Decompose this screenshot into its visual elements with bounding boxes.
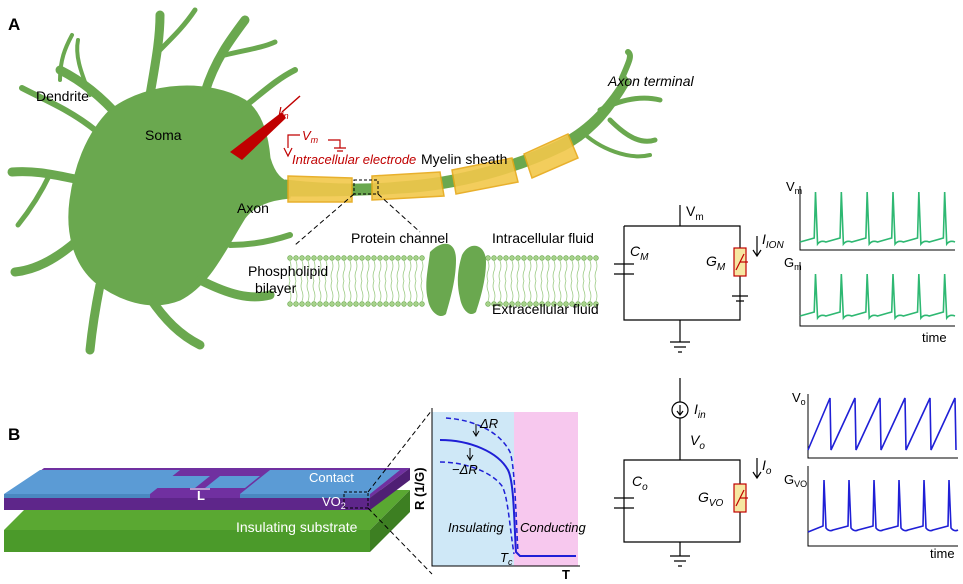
trace-a-time-label: time: [922, 330, 947, 345]
rt-curve-lower: [439, 461, 515, 555]
vo2-device: [4, 468, 410, 552]
contact-label: Contact: [309, 470, 354, 485]
trace-a-bottom-label: Gm: [784, 255, 802, 272]
membrane-zoom-box: [353, 179, 379, 195]
circuit-b-gvo: GVO: [698, 489, 724, 509]
length-label: L: [197, 488, 205, 503]
circuit-b-io: Io: [762, 457, 772, 477]
myelin-sheath-label: Myelin sheath: [421, 151, 507, 167]
traces-a: [799, 186, 956, 327]
current-electrode-line: [281, 95, 301, 113]
substrate-label: Insulating substrate: [236, 519, 358, 535]
i-in-label: Iin: [278, 104, 289, 121]
circuit-a-gm: GM: [706, 253, 726, 273]
insulating-label: Insulating: [448, 520, 504, 535]
panel-a-letter: A: [8, 15, 20, 34]
vo2-label: VO2: [322, 494, 346, 511]
trace-b-time-label: time: [930, 546, 955, 561]
vm-probe: [283, 134, 346, 158]
circuit-b-co: Co: [632, 473, 648, 493]
circuit-b-iin: Iin: [694, 401, 706, 421]
circuit-a: [614, 205, 762, 353]
extracellular-fluid-label: Extracellular fluid: [492, 301, 599, 317]
axon-label: Axon: [237, 200, 269, 216]
zoom-line-right: [377, 193, 421, 233]
traces-b: [807, 394, 959, 547]
trace-a-top-label: Vm: [786, 179, 802, 196]
vm-trace: [799, 191, 956, 247]
dendrites: [7, 7, 298, 355]
rt-xlabel: T: [562, 567, 570, 582]
delta-r-up-label: ΔR: [479, 416, 498, 431]
protein-channel: [426, 243, 486, 317]
zoom-line-b-top: [367, 409, 433, 493]
circuit-a-iion: IION: [762, 231, 784, 251]
axon-terminal-branches: [578, 49, 663, 159]
rt-ylabel: R (1/G): [412, 467, 427, 510]
trace-b-bottom-label: GVO: [784, 472, 807, 489]
zoom-line-left: [294, 193, 355, 246]
tc-label: Tc: [500, 550, 513, 567]
circuit-b: [614, 378, 762, 567]
myelin-sheath: [287, 132, 579, 203]
circuit-a-cm: CM: [630, 243, 649, 263]
protein-channel-label: Protein channel: [351, 230, 448, 246]
vm-probe-label: Vm: [302, 128, 319, 145]
circuit-a-vm: Vm: [686, 203, 704, 223]
intracellular-electrode-label: Intracellular electrode: [292, 152, 416, 167]
phospholipid-label: Phospholipid: [248, 263, 328, 279]
gvo-trace: [807, 479, 959, 533]
panel-b-letter: B: [8, 425, 20, 444]
delta-r-down-label: −ΔR: [452, 462, 478, 477]
conducting-label: Conducting: [520, 520, 587, 535]
intracellular-fluid-label: Intracellular fluid: [492, 230, 594, 246]
current-electrode: [230, 112, 286, 160]
axon-terminal-label: Axon terminal: [607, 73, 694, 89]
neuron-illustration: [7, 7, 663, 355]
rt-plot: [431, 408, 580, 567]
trace-b-top-label: Vo: [792, 390, 806, 407]
phospholipid-bilayer: [287, 255, 599, 307]
soma-label: Soma: [145, 127, 182, 143]
soma-shape: [68, 85, 291, 306]
zoom-line-b-bottom: [367, 507, 433, 575]
rt-curve-upper: [445, 417, 519, 553]
dendrite-label: Dendrite: [36, 88, 89, 104]
gm-trace: [799, 273, 956, 321]
bilayer-label: bilayer: [255, 280, 297, 296]
vo-trace: [807, 397, 957, 451]
circuit-b-vo: Vo: [690, 432, 705, 452]
rt-curve: [439, 439, 576, 557]
